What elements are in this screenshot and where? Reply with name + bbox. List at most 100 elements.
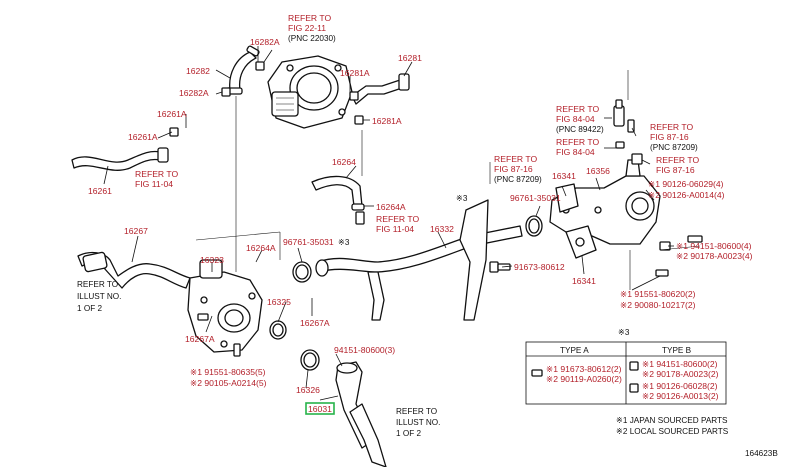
ref-fig-87-16-c-line2[interactable]: FIG 87-16: [656, 165, 695, 175]
table-type-b-row4[interactable]: ※2 90126-A0013(2): [642, 391, 719, 401]
ref-fig-84-04-a-line3: (PNC 89422): [556, 125, 604, 134]
label-16267A-left[interactable]: 16267A: [185, 334, 215, 344]
pipe-brackets: [367, 199, 499, 321]
label-16341-low[interactable]: 16341: [572, 276, 596, 286]
mark3-left: ※3: [338, 238, 350, 247]
ref-fig-11-04-a-line1[interactable]: REFER TO: [135, 169, 178, 179]
clip-16282A-mid: [221, 87, 231, 97]
hose-16267: [77, 251, 191, 289]
legend-local: ※2 LOCAL SOURCED PARTS: [616, 427, 729, 436]
label-16325[interactable]: 16325: [267, 297, 291, 307]
gasket-16341-top: [555, 183, 579, 213]
label-16282A-top[interactable]: 16282A: [250, 37, 280, 47]
ref-fig-22-11-line1[interactable]: REFER TO: [288, 13, 331, 23]
gasket-16341-low: [565, 225, 597, 259]
label-16264A-2[interactable]: 16264A: [246, 243, 276, 253]
table-type-b-row1[interactable]: ※1 94151-80600(2): [642, 359, 718, 369]
ref-illust-bottom-line3: 1 OF 2: [396, 429, 421, 438]
label-16261A[interactable]: 16261A: [157, 109, 187, 119]
right-note-b-2[interactable]: ※2 90178-A0023(4): [676, 251, 753, 261]
label-16332[interactable]: 16332: [430, 224, 454, 234]
right-note-c-1[interactable]: ※1 91551-80620(2): [620, 289, 696, 299]
label-16341-top[interactable]: 16341: [552, 171, 576, 181]
ref-fig-84-04-a-line1[interactable]: REFER TO: [556, 104, 599, 114]
bolts-right: [655, 235, 703, 277]
label-16356[interactable]: 16356: [586, 166, 610, 176]
table-type-b-row2[interactable]: ※2 90178-A0023(2): [642, 369, 719, 379]
gasket-96761-left: [292, 261, 312, 283]
ref-fig-22-11-line2[interactable]: FIG 22-11: [288, 23, 326, 33]
label-96761-left[interactable]: 96761-35031: [283, 237, 334, 247]
hose-16282: [225, 45, 260, 95]
hose-16264: [311, 175, 365, 211]
label-16282A-mid[interactable]: 16282A: [179, 88, 209, 98]
ref-fig-87-16-a-line1[interactable]: REFER TO: [494, 154, 537, 164]
label-16261A-2[interactable]: 16261A: [128, 132, 158, 142]
clip-16261A: [169, 127, 179, 137]
sensor-top-right: [613, 99, 643, 165]
label-16264A[interactable]: 16264A: [376, 202, 406, 212]
highlight-16031: [305, 402, 335, 415]
ref-fig-84-04-a-line2[interactable]: FIG 84-04: [556, 114, 595, 124]
clip-16281A-low: [354, 115, 364, 125]
left-note-2[interactable]: ※2 90105-A0214(5): [190, 378, 267, 388]
water-inlet-housing: [187, 259, 263, 353]
ref-fig-87-16-a-line3: (PNC 87209): [494, 175, 542, 184]
bolt-16264A: [355, 211, 365, 225]
ref-fig-87-16-b-line3: (PNC 87209): [650, 143, 698, 152]
table-type-a: TYPE A: [560, 346, 589, 355]
right-note-c-2[interactable]: ※2 90080-10217(2): [620, 300, 696, 310]
table-mark: ※3: [618, 328, 630, 337]
label-16264[interactable]: 16264: [332, 157, 356, 167]
label-16031[interactable]: 16031: [308, 404, 332, 414]
clip-16281A-top: [349, 91, 359, 101]
ref-illust-left-line1: REFER TO: [77, 280, 118, 289]
oring-16326: [300, 349, 320, 371]
leader-lines: [103, 46, 701, 401]
type-table: ※3 TYPE A TYPE B ※1 91673-80612(2) ※2 90…: [525, 328, 727, 405]
right-note-a-2[interactable]: ※2 90126-A0014(4): [648, 190, 725, 200]
ref-illust-left-line3: 1 OF 2: [77, 304, 102, 313]
ref-illust-bottom-line1: REFER TO: [396, 407, 437, 416]
clip-16282A-top: [255, 61, 265, 71]
oring-16325: [269, 320, 287, 340]
bolts-housing: [197, 313, 241, 357]
label-94151-left[interactable]: 94151-80600(3): [334, 345, 395, 355]
ref-fig-84-04-b-line2[interactable]: FIG 84-04: [556, 147, 595, 157]
throttle-body: [267, 55, 353, 129]
ref-fig-11-04-b-line2[interactable]: FIG 11-04: [376, 224, 414, 234]
ref-fig-84-04-b-line1[interactable]: REFER TO: [556, 137, 599, 147]
label-16267A-mid[interactable]: 16267A: [300, 318, 330, 328]
label-91673[interactable]: 91673-80612: [514, 262, 565, 272]
table-type-a-row2[interactable]: ※2 90119-A0260(2): [546, 374, 622, 384]
ref-fig-87-16-a-line2[interactable]: FIG 87-16: [494, 164, 533, 174]
table-type-a-row1[interactable]: ※1 91673-80612(2): [546, 364, 622, 374]
diagram-id: 164623B: [745, 449, 778, 458]
ref-fig-11-04-a-line2[interactable]: FIG 11-04: [135, 179, 173, 189]
label-16261[interactable]: 16261: [88, 186, 112, 196]
label-16281A-top[interactable]: 16281A: [340, 68, 370, 78]
table-type-b-row3[interactable]: ※1 90126-06028(2): [642, 381, 718, 391]
label-16281[interactable]: 16281: [398, 53, 422, 63]
ref-fig-87-16-c-line1[interactable]: REFER TO: [656, 155, 699, 165]
label-16323[interactable]: 16323: [200, 255, 224, 265]
ref-fig-87-16-b-line2[interactable]: FIG 87-16: [650, 132, 689, 142]
ref-illust-bottom-line2: ILLUST NO.: [396, 418, 440, 427]
legend-japan: ※1 JAPAN SOURCED PARTS: [616, 416, 728, 425]
label-16326[interactable]: 16326: [296, 385, 320, 395]
label-96761-right[interactable]: 96761-35031: [510, 193, 561, 203]
label-16267-top[interactable]: 16267: [124, 226, 148, 236]
left-note-1[interactable]: ※1 91551-80635(5): [190, 367, 266, 377]
label-16281A-low[interactable]: 16281A: [372, 116, 402, 126]
hose-16261: [71, 147, 169, 171]
label-16282[interactable]: 16282: [186, 66, 210, 76]
table-type-b: TYPE B: [662, 346, 692, 355]
mark3-mid: ※3: [456, 194, 468, 203]
ref-fig-87-16-b-line1[interactable]: REFER TO: [650, 122, 693, 132]
right-note-a-1[interactable]: ※1 90126-06029(4): [648, 179, 724, 189]
right-note-b-1[interactable]: ※1 94151-80600(4): [676, 241, 752, 251]
ref-fig-11-04-b-line1[interactable]: REFER TO: [376, 214, 419, 224]
ref-fig-22-11-line3: (PNC 22030): [288, 34, 336, 43]
